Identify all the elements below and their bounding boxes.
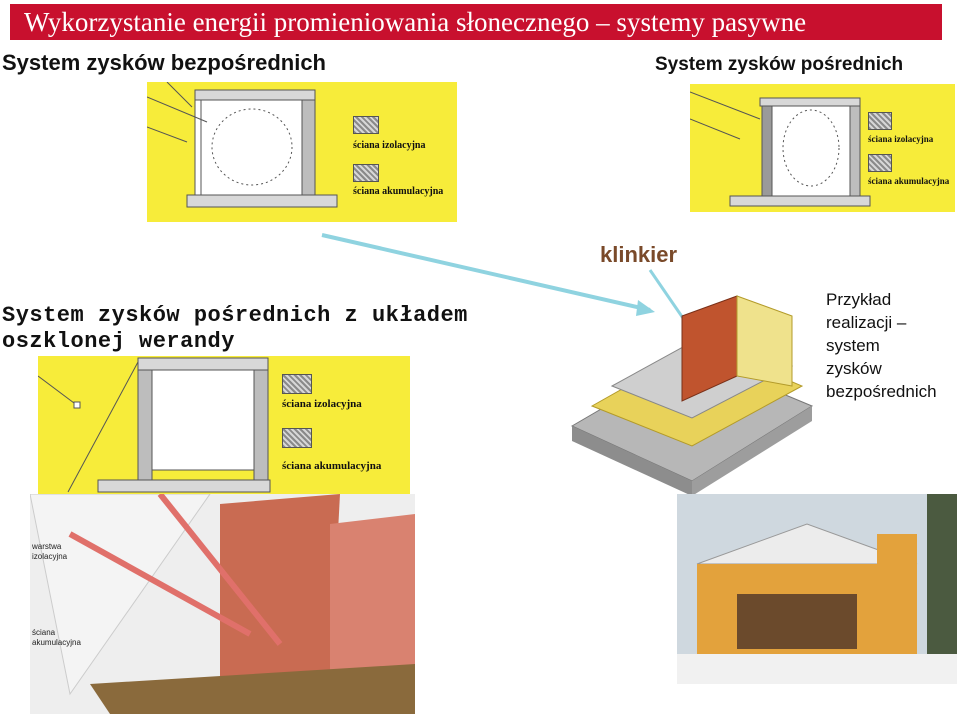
accumulation-swatch: [868, 154, 892, 172]
accumulation-wall-label: ściana akumulacyjna: [32, 628, 81, 648]
direct-gain-drawing: [147, 82, 457, 222]
insulation-swatch: [353, 116, 379, 134]
heading-indirect-gain: System zysków pośrednich: [655, 54, 903, 76]
insulation-swatch: [868, 112, 892, 130]
veranda-diagram: ściana izolacyjna ściana akumulacyjna: [38, 356, 410, 494]
heading-veranda-gain: System zysków pośrednich z układem oszkl…: [2, 303, 468, 355]
indirect-gain-diagram: ściana izolacyjna ściana akumulacyjna: [690, 84, 955, 212]
heading-direct-gain: System zysków bezpośrednich: [2, 50, 326, 76]
accumulation-legend-label: ściana akumulacyjna: [353, 186, 443, 197]
example-caption: Przykład realizacji – system zysków bezp…: [826, 288, 958, 403]
accumulation-swatch: [353, 164, 379, 182]
accumulation-legend-label: ściana akumulacyjna: [868, 176, 949, 186]
insulation-legend-label: ściana izolacyjna: [282, 398, 362, 410]
klinkier-label: klinkier: [600, 242, 677, 268]
insulation-layer-label: warstwa izolacyjna: [32, 542, 67, 562]
direct-gain-diagram: ściana izolacyjna ściana akumulacyjna: [147, 82, 457, 222]
veranda-cutaway-illustration: warstwa izolacyjna ściana akumulacyjna: [30, 494, 415, 714]
floor-cutaway-illustration: [562, 286, 822, 496]
accumulation-legend-label: ściana akumulacyjna: [282, 460, 381, 472]
slide-title: Wykorzystanie energii promieniowania sło…: [10, 4, 942, 40]
accumulation-swatch: [282, 428, 312, 448]
indirect-gain-drawing: [690, 84, 955, 212]
house-photo: [677, 494, 957, 684]
insulation-legend-label: ściana izolacyjna: [353, 140, 426, 151]
insulation-swatch: [282, 374, 312, 394]
heading-veranda-line2: oszklonej werandy: [2, 329, 468, 355]
insulation-legend-label: ściana izolacyjna: [868, 134, 933, 144]
heading-veranda-line1: System zysków pośrednich z układem: [2, 303, 468, 329]
veranda-drawing: [38, 356, 410, 494]
